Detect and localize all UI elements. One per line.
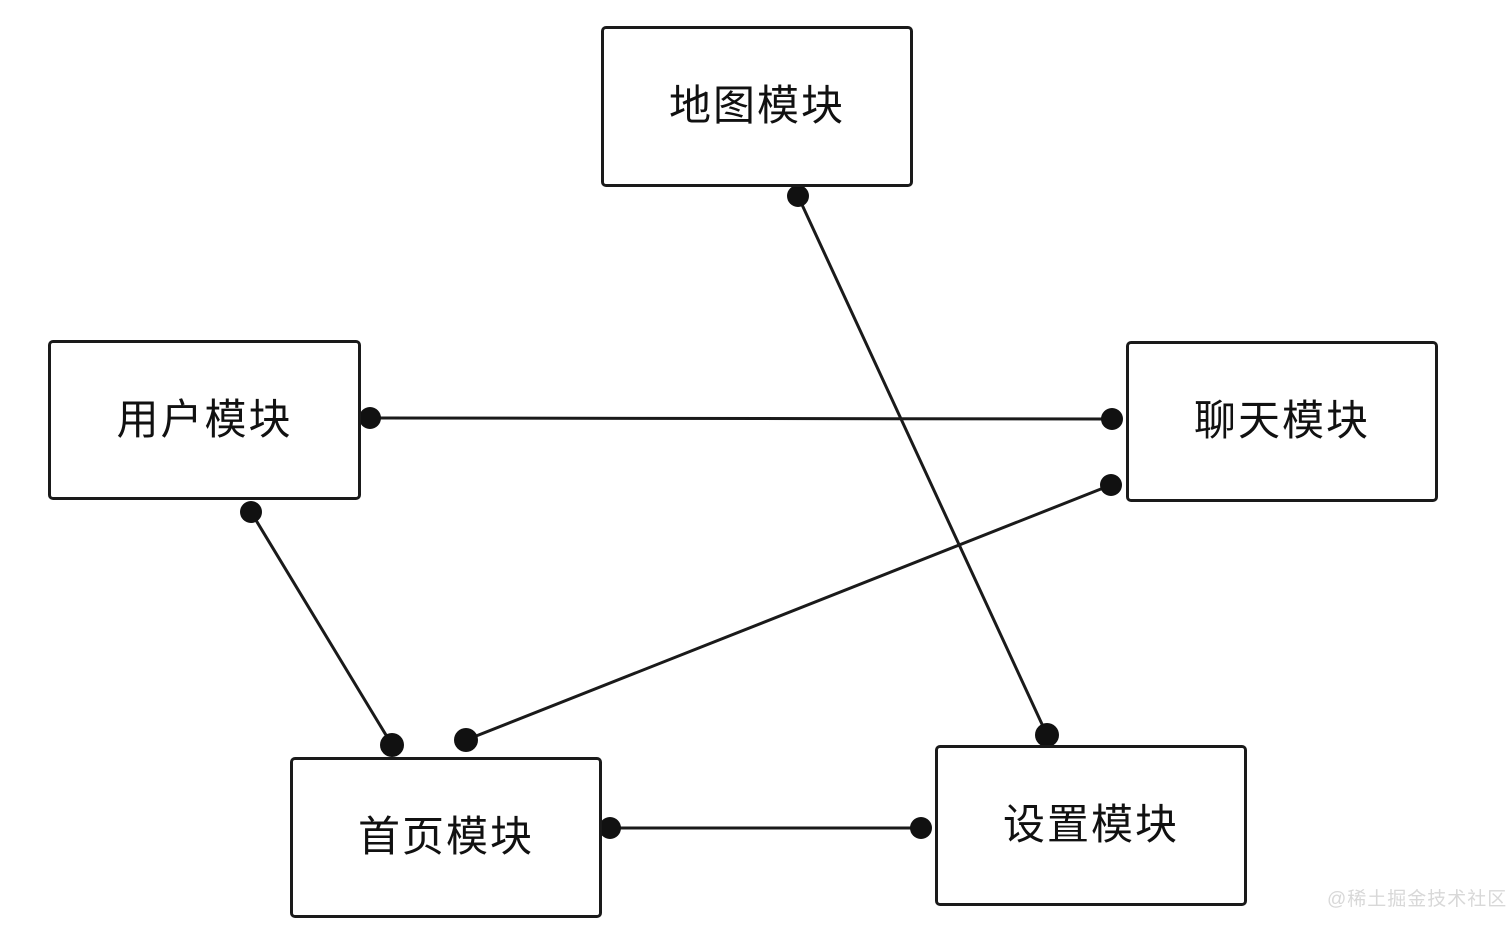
- port-settings-left[interactable]: [910, 817, 932, 839]
- edge-user-home[interactable]: [249, 510, 394, 747]
- node-label-settings: 设置模块: [1002, 801, 1179, 849]
- node-map[interactable]: 地图模块: [601, 26, 913, 187]
- node-label-home: 首页模块: [357, 813, 534, 861]
- edges-group: [249, 194, 1114, 830]
- node-label-user: 用户模块: [116, 395, 293, 443]
- edge-user-chat[interactable]: [368, 416, 1114, 421]
- port-user-bottom[interactable]: [240, 501, 262, 523]
- port-home-top-left[interactable]: [380, 733, 404, 757]
- ports-group: [240, 185, 1123, 839]
- port-user-right[interactable]: [359, 407, 381, 429]
- port-chat-left-upper[interactable]: [1101, 408, 1123, 430]
- node-label-map: 地图模块: [668, 82, 845, 130]
- edge-chat-home[interactable]: [464, 483, 1113, 742]
- node-home[interactable]: 首页模块: [290, 757, 602, 918]
- edge-map-settings[interactable]: [796, 194, 1049, 737]
- port-settings-top[interactable]: [1035, 723, 1059, 747]
- port-chat-left-lower[interactable]: [1100, 474, 1122, 496]
- watermark: @稀土掘金技术社区: [1327, 889, 1508, 910]
- port-home-right[interactable]: [599, 817, 621, 839]
- port-home-top-right[interactable]: [454, 728, 478, 752]
- node-chat[interactable]: 聊天模块: [1126, 341, 1438, 502]
- node-user[interactable]: 用户模块: [48, 340, 361, 500]
- node-label-chat: 聊天模块: [1193, 397, 1370, 445]
- port-map-bottom[interactable]: [787, 185, 809, 207]
- node-settings[interactable]: 设置模块: [935, 745, 1247, 906]
